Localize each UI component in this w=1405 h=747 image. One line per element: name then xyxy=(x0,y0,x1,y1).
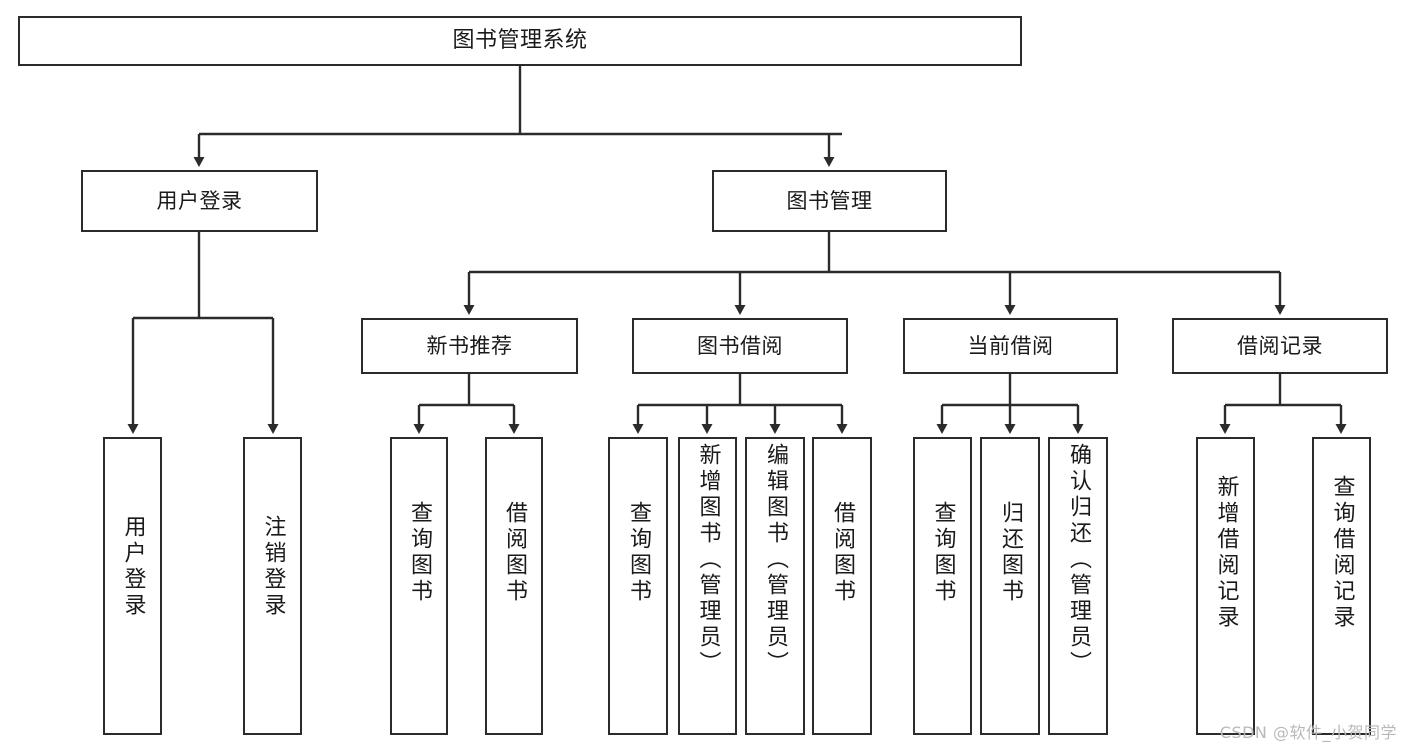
node-leaf-add-book-admin-label: 新增图书（管理员） xyxy=(695,443,721,677)
csdn-watermark: CSDN @软件_小贺同学 xyxy=(1219,723,1397,742)
node-book-borrow-label: 图书借阅 xyxy=(697,333,783,358)
node-leaf-query-borrow-record[interactable]: 查询借阅记录 xyxy=(1312,437,1371,735)
node-leaf-borrow-book-rec[interactable]: 借阅图书 xyxy=(485,437,543,735)
node-leaf-query-book-borrow[interactable]: 查询图书 xyxy=(608,437,668,735)
node-leaf-query-book-rec-label: 查询图书 xyxy=(407,501,432,605)
node-leaf-user-login[interactable]: 用户登录 xyxy=(103,437,162,735)
node-leaf-query-borrow-record-label: 查询借阅记录 xyxy=(1329,475,1355,631)
node-leaf-borrow-book-label: 借阅图书 xyxy=(830,501,855,605)
node-leaf-user-login-label: 用户登录 xyxy=(120,515,146,619)
node-user-login[interactable]: 用户登录 xyxy=(81,170,318,232)
node-root-label: 图书管理系统 xyxy=(452,28,588,54)
node-leaf-user-logout[interactable]: 注销登录 xyxy=(243,437,302,735)
node-root[interactable]: 图书管理系统 xyxy=(18,16,1022,66)
node-leaf-borrow-book[interactable]: 借阅图书 xyxy=(812,437,872,735)
node-leaf-query-book-cur[interactable]: 查询图书 xyxy=(913,437,972,735)
node-leaf-user-logout-label: 注销登录 xyxy=(260,515,286,619)
node-leaf-query-book-cur-label: 查询图书 xyxy=(930,501,956,605)
node-leaf-return-book[interactable]: 归还图书 xyxy=(980,437,1040,735)
node-leaf-borrow-book-rec-label: 借阅图书 xyxy=(502,501,527,605)
tree-connectors xyxy=(127,66,1347,434)
node-leaf-confirm-return-admin-label: 确认归还（管理员） xyxy=(1066,443,1091,677)
node-leaf-return-book-label: 归还图书 xyxy=(998,501,1023,605)
node-leaf-add-borrow-record[interactable]: 新增借阅记录 xyxy=(1196,437,1255,735)
node-book-borrow[interactable]: 图书借阅 xyxy=(632,318,848,374)
node-leaf-edit-book-admin[interactable]: 编辑图书（管理员） xyxy=(745,437,805,735)
node-current-borrow[interactable]: 当前借阅 xyxy=(903,318,1118,374)
node-user-login-label: 用户登录 xyxy=(156,188,243,213)
node-leaf-query-book-rec[interactable]: 查询图书 xyxy=(390,437,448,735)
node-borrow-record[interactable]: 借阅记录 xyxy=(1172,318,1388,374)
node-leaf-edit-book-admin-label: 编辑图书（管理员） xyxy=(763,443,788,677)
node-leaf-confirm-return-admin[interactable]: 确认归还（管理员） xyxy=(1048,437,1108,735)
node-new-book-rec-label: 新书推荐 xyxy=(426,333,513,358)
node-new-book-rec[interactable]: 新书推荐 xyxy=(361,318,578,374)
node-book-manage-label: 图书管理 xyxy=(786,188,873,213)
node-leaf-add-book-admin[interactable]: 新增图书（管理员） xyxy=(678,437,737,735)
node-leaf-query-book-borrow-label: 查询图书 xyxy=(626,501,651,605)
node-current-borrow-label: 当前借阅 xyxy=(967,333,1054,358)
node-book-manage[interactable]: 图书管理 xyxy=(712,170,947,232)
node-borrow-record-label: 借阅记录 xyxy=(1237,333,1323,358)
node-leaf-add-borrow-record-label: 新增借阅记录 xyxy=(1213,475,1239,631)
